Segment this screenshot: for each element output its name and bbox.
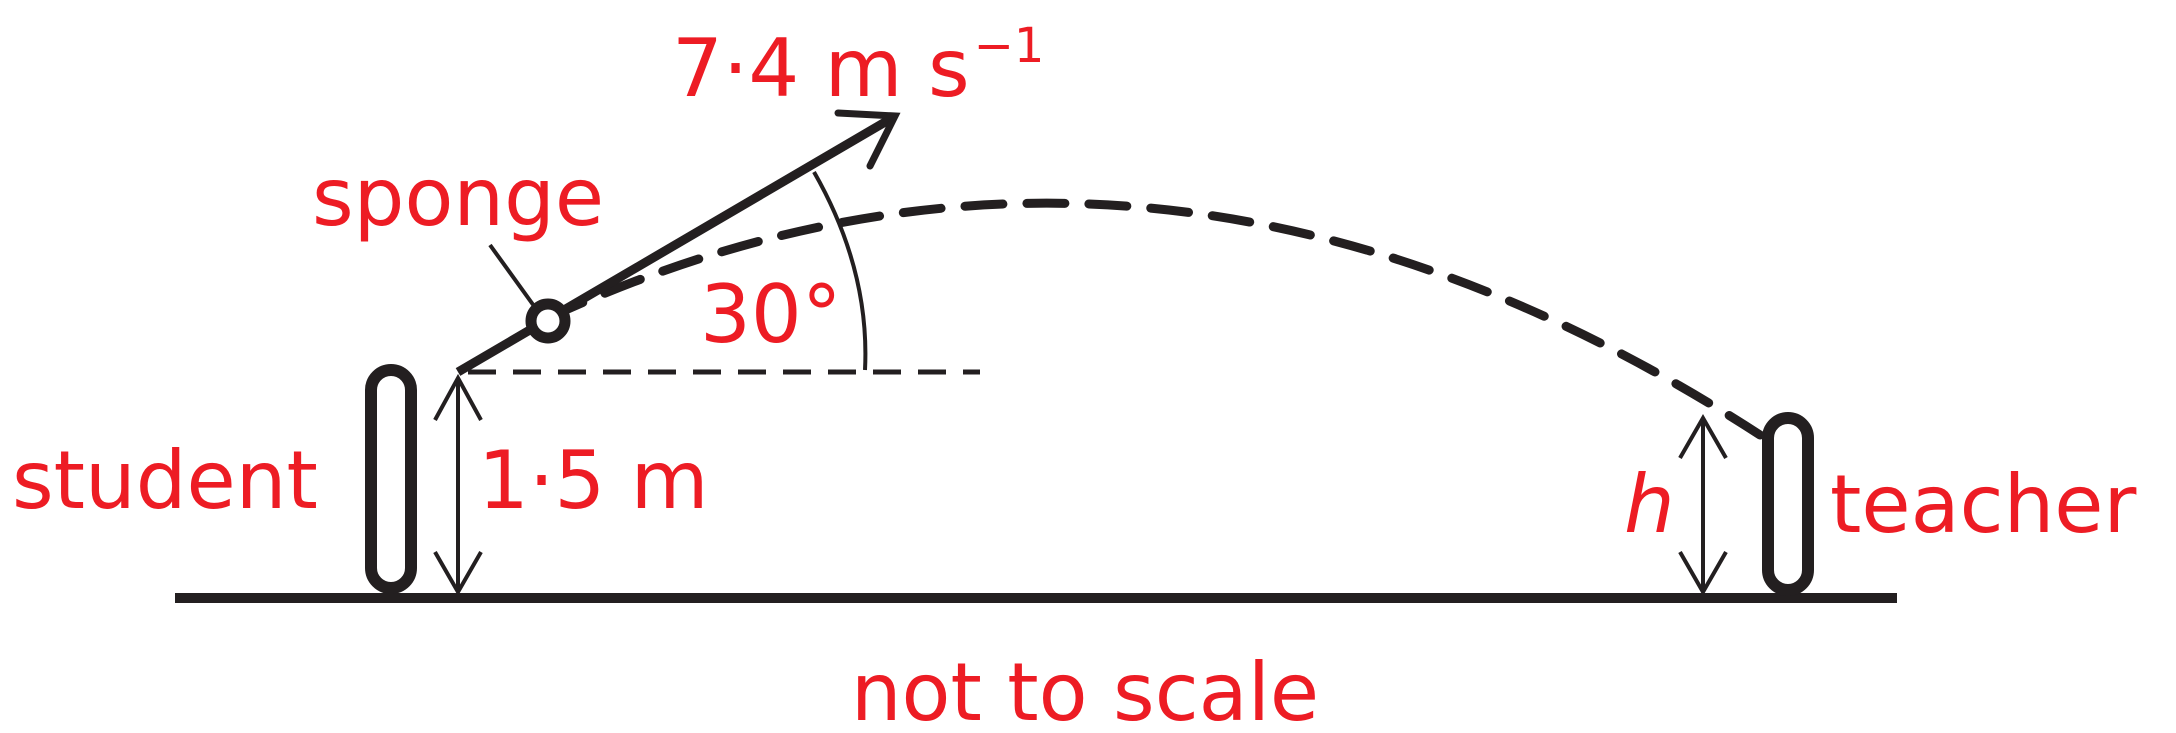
velocity-arrow-head [834,109,901,170]
student-label: student [12,434,318,527]
angle-arc [812,171,868,371]
sponge-label: sponge [312,151,604,244]
not-to-scale-note: not to scale [851,646,1319,733]
student-figure [365,364,417,594]
trajectory-path [543,198,1765,440]
landing-height-label: h [1624,458,1675,551]
landing-height-arrow [1678,413,1728,597]
angle-label: 30° [700,268,842,361]
teacher-label: teacher [1830,458,2137,551]
launch-height-arrow [433,373,483,597]
sponge-circle [525,298,571,344]
teacher-figure [1762,412,1814,596]
sponge-leader-line [488,243,536,308]
launch-height-label: 1·5 m [478,434,709,527]
velocity-label: 7·4 m s−1 [672,18,1044,115]
